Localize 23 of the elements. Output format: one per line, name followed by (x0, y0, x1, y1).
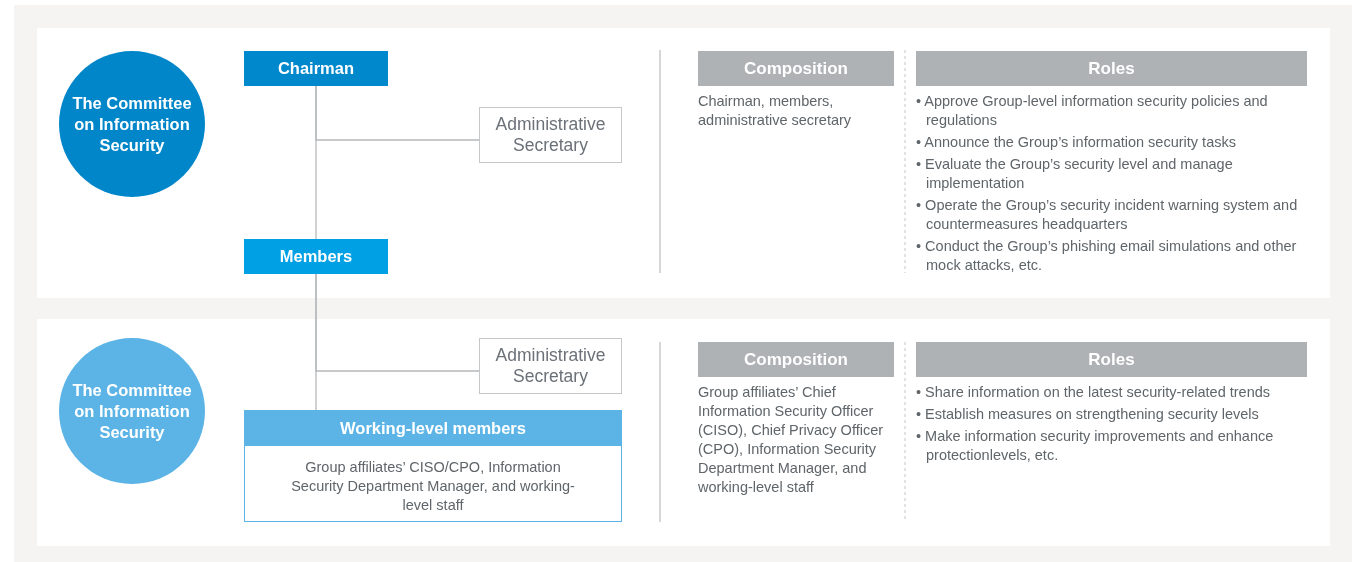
connector-line (315, 273, 480, 372)
role-item: • Evaluate the Group’s security level and manage implementation (916, 155, 1234, 193)
card-heading: Working-level members (245, 411, 621, 446)
role-box: Chairman (244, 51, 388, 86)
composition-text: Group affiliates’ Chief Information Security Officer (CISO), Chief Privacy Officer (CPO), Information Security Department Manager, and working-level staff (698, 383, 885, 497)
column-header: Roles (916, 342, 1307, 377)
column-header: Roles (916, 51, 1307, 86)
role-item: • Conduct the Group’s phishing email simulations and other mock attacks, etc. (916, 237, 1298, 275)
role-item: • Share information on the latest security-related trends (916, 383, 1272, 402)
role-item: • Announce the Group’s information security tasks (916, 133, 1237, 152)
members-card (244, 410, 622, 522)
card-text: Group affiliates’ CISO/CPO, Information Security Department Manager, and working-level staff (290, 458, 576, 515)
column-header: Composition (698, 51, 894, 86)
role-item: • Approve Group-level information security policies and regulations (916, 92, 1269, 130)
connector-line (315, 85, 480, 141)
role-item: • Operate the Group’s security incident warning system and countermeasures headquarters (916, 196, 1299, 234)
secretary-box: Administrative Secretary (479, 107, 622, 163)
role-item: • Make information security improvements and enhance protectionlevels, etc. (916, 427, 1275, 465)
column-header: Composition (698, 342, 894, 377)
composition-text: Chairman, members, administrative secretary (698, 92, 853, 130)
secretary-box: Administrative Secretary (479, 338, 622, 394)
role-box: Members (244, 239, 388, 274)
role-item: • Establish measures on strengthening security levels (916, 405, 1260, 424)
